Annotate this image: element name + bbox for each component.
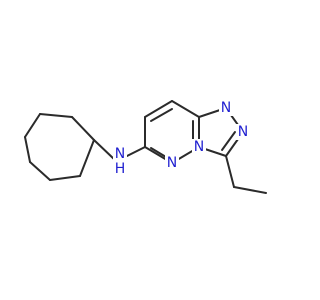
molecule-canvas: N H N N N N bbox=[24, 100, 267, 194]
atom-label-n-triazole-2: N bbox=[238, 124, 248, 140]
bond bbox=[221, 131, 236, 151]
bond bbox=[150, 147, 167, 158]
pyridazine-ring bbox=[144, 100, 200, 164]
bond-ethyl-1 bbox=[225, 155, 235, 188]
atom-n-amine: N bbox=[113, 146, 127, 162]
bond-cycloheptyl-nh bbox=[93, 139, 116, 161]
atom-label-n-triazole-1: N bbox=[221, 100, 231, 116]
bond bbox=[71, 116, 95, 141]
atom-label-h-amine: H bbox=[115, 161, 126, 177]
bond bbox=[39, 113, 73, 118]
bond bbox=[24, 113, 41, 138]
atom-label-n-pyridazine: N bbox=[167, 155, 177, 171]
bond bbox=[150, 108, 173, 122]
bond bbox=[144, 100, 173, 118]
atom-h-amine: H bbox=[113, 161, 127, 177]
atom-n-pyridazine: N bbox=[165, 155, 179, 171]
atom-n-triazole-2: N bbox=[236, 124, 250, 140]
bond bbox=[79, 139, 95, 177]
bond bbox=[49, 175, 81, 181]
molecule-structure: N H N N N N bbox=[24, 100, 267, 194]
atom-n-bridge: N bbox=[192, 139, 206, 155]
cycloheptyl-ring bbox=[24, 113, 95, 181]
bond bbox=[29, 161, 51, 181]
atom-label-n-amine: N bbox=[115, 146, 125, 162]
bond-nh-ring bbox=[126, 146, 146, 157]
bond bbox=[24, 136, 31, 163]
atom-label-n-bridge: N bbox=[194, 139, 204, 155]
bond-ethyl-2 bbox=[233, 186, 267, 194]
atom-n-triazole-1: N bbox=[219, 100, 233, 116]
bond bbox=[171, 100, 200, 118]
